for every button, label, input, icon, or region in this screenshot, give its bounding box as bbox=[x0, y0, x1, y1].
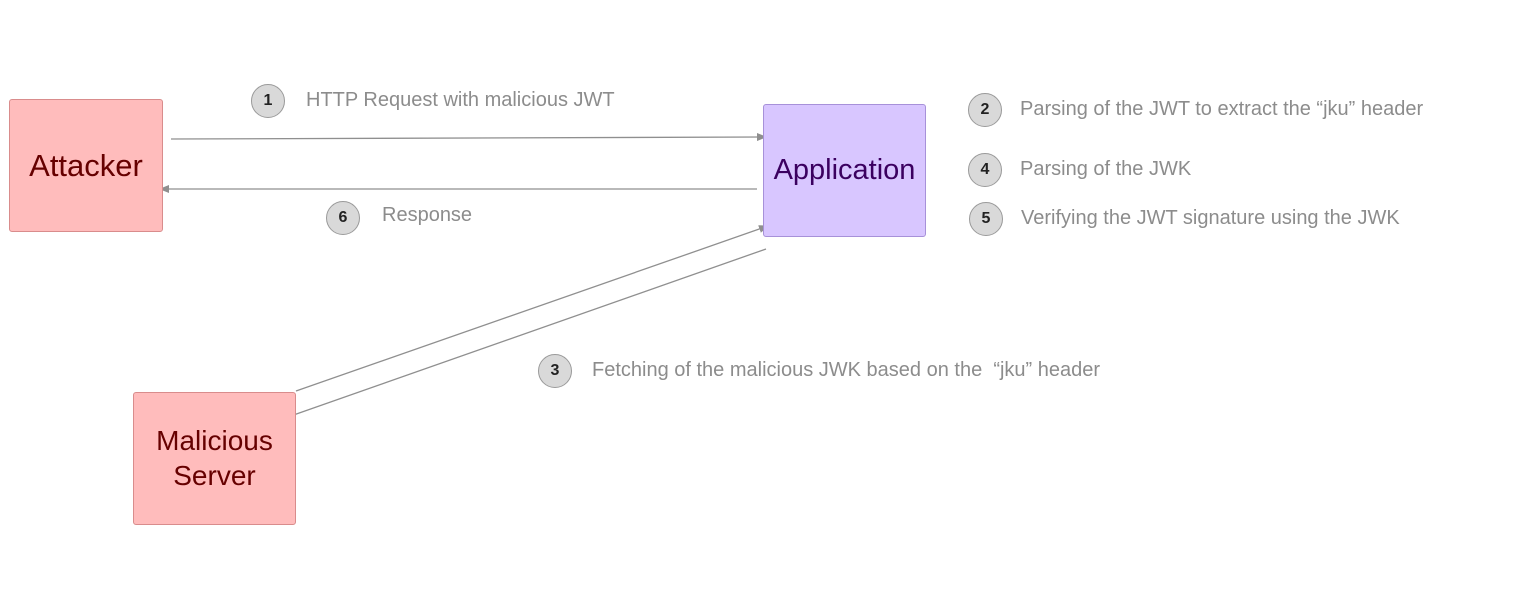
malicious-server-label-line1: Malicious bbox=[156, 425, 273, 457]
malicious-server-label: Malicious Server bbox=[156, 424, 273, 492]
step-5: 5 Verifying the JWT signature using the … bbox=[969, 202, 1400, 236]
step-6-badge: 6 bbox=[326, 201, 360, 235]
step-3: 3 Fetching of the malicious JWK based on… bbox=[538, 354, 1100, 388]
step-1-badge: 1 bbox=[251, 84, 285, 118]
step-5-badge: 5 bbox=[969, 202, 1003, 236]
arrow-fetch-response bbox=[295, 225, 769, 392]
attacker-label: Attacker bbox=[29, 147, 143, 183]
step-4: 4 Parsing of the JWK bbox=[968, 153, 1191, 187]
arrow-request bbox=[170, 133, 767, 142]
step-3-label: Fetching of the malicious JWK based on t… bbox=[592, 358, 1101, 381]
arrow-fetch-request bbox=[284, 248, 767, 419]
step-1: 1 HTTP Request with malicious JWT bbox=[251, 84, 615, 118]
malicious-server-label-line2: Server bbox=[173, 459, 256, 491]
application-label: Application bbox=[773, 153, 916, 186]
step-6-label: Response bbox=[382, 203, 473, 226]
step-6: 6 Response bbox=[326, 201, 472, 235]
step-2: 2 Parsing of the JWT to extract the “jku… bbox=[968, 93, 1423, 127]
step-5-label: Verifying the JWT signature using the JW… bbox=[1021, 206, 1400, 229]
application-node: Application bbox=[763, 104, 926, 237]
step-1-label: HTTP Request with malicious JWT bbox=[306, 88, 615, 111]
step-2-badge: 2 bbox=[968, 93, 1002, 127]
step-3-badge: 3 bbox=[538, 354, 572, 388]
step-4-badge: 4 bbox=[968, 153, 1002, 187]
attacker-node: Attacker bbox=[9, 99, 163, 232]
malicious-server-node: Malicious Server bbox=[133, 392, 296, 525]
step-2-label: Parsing of the JWT to extract the “jku” … bbox=[1020, 97, 1424, 120]
step-4-label: Parsing of the JWK bbox=[1020, 157, 1192, 180]
